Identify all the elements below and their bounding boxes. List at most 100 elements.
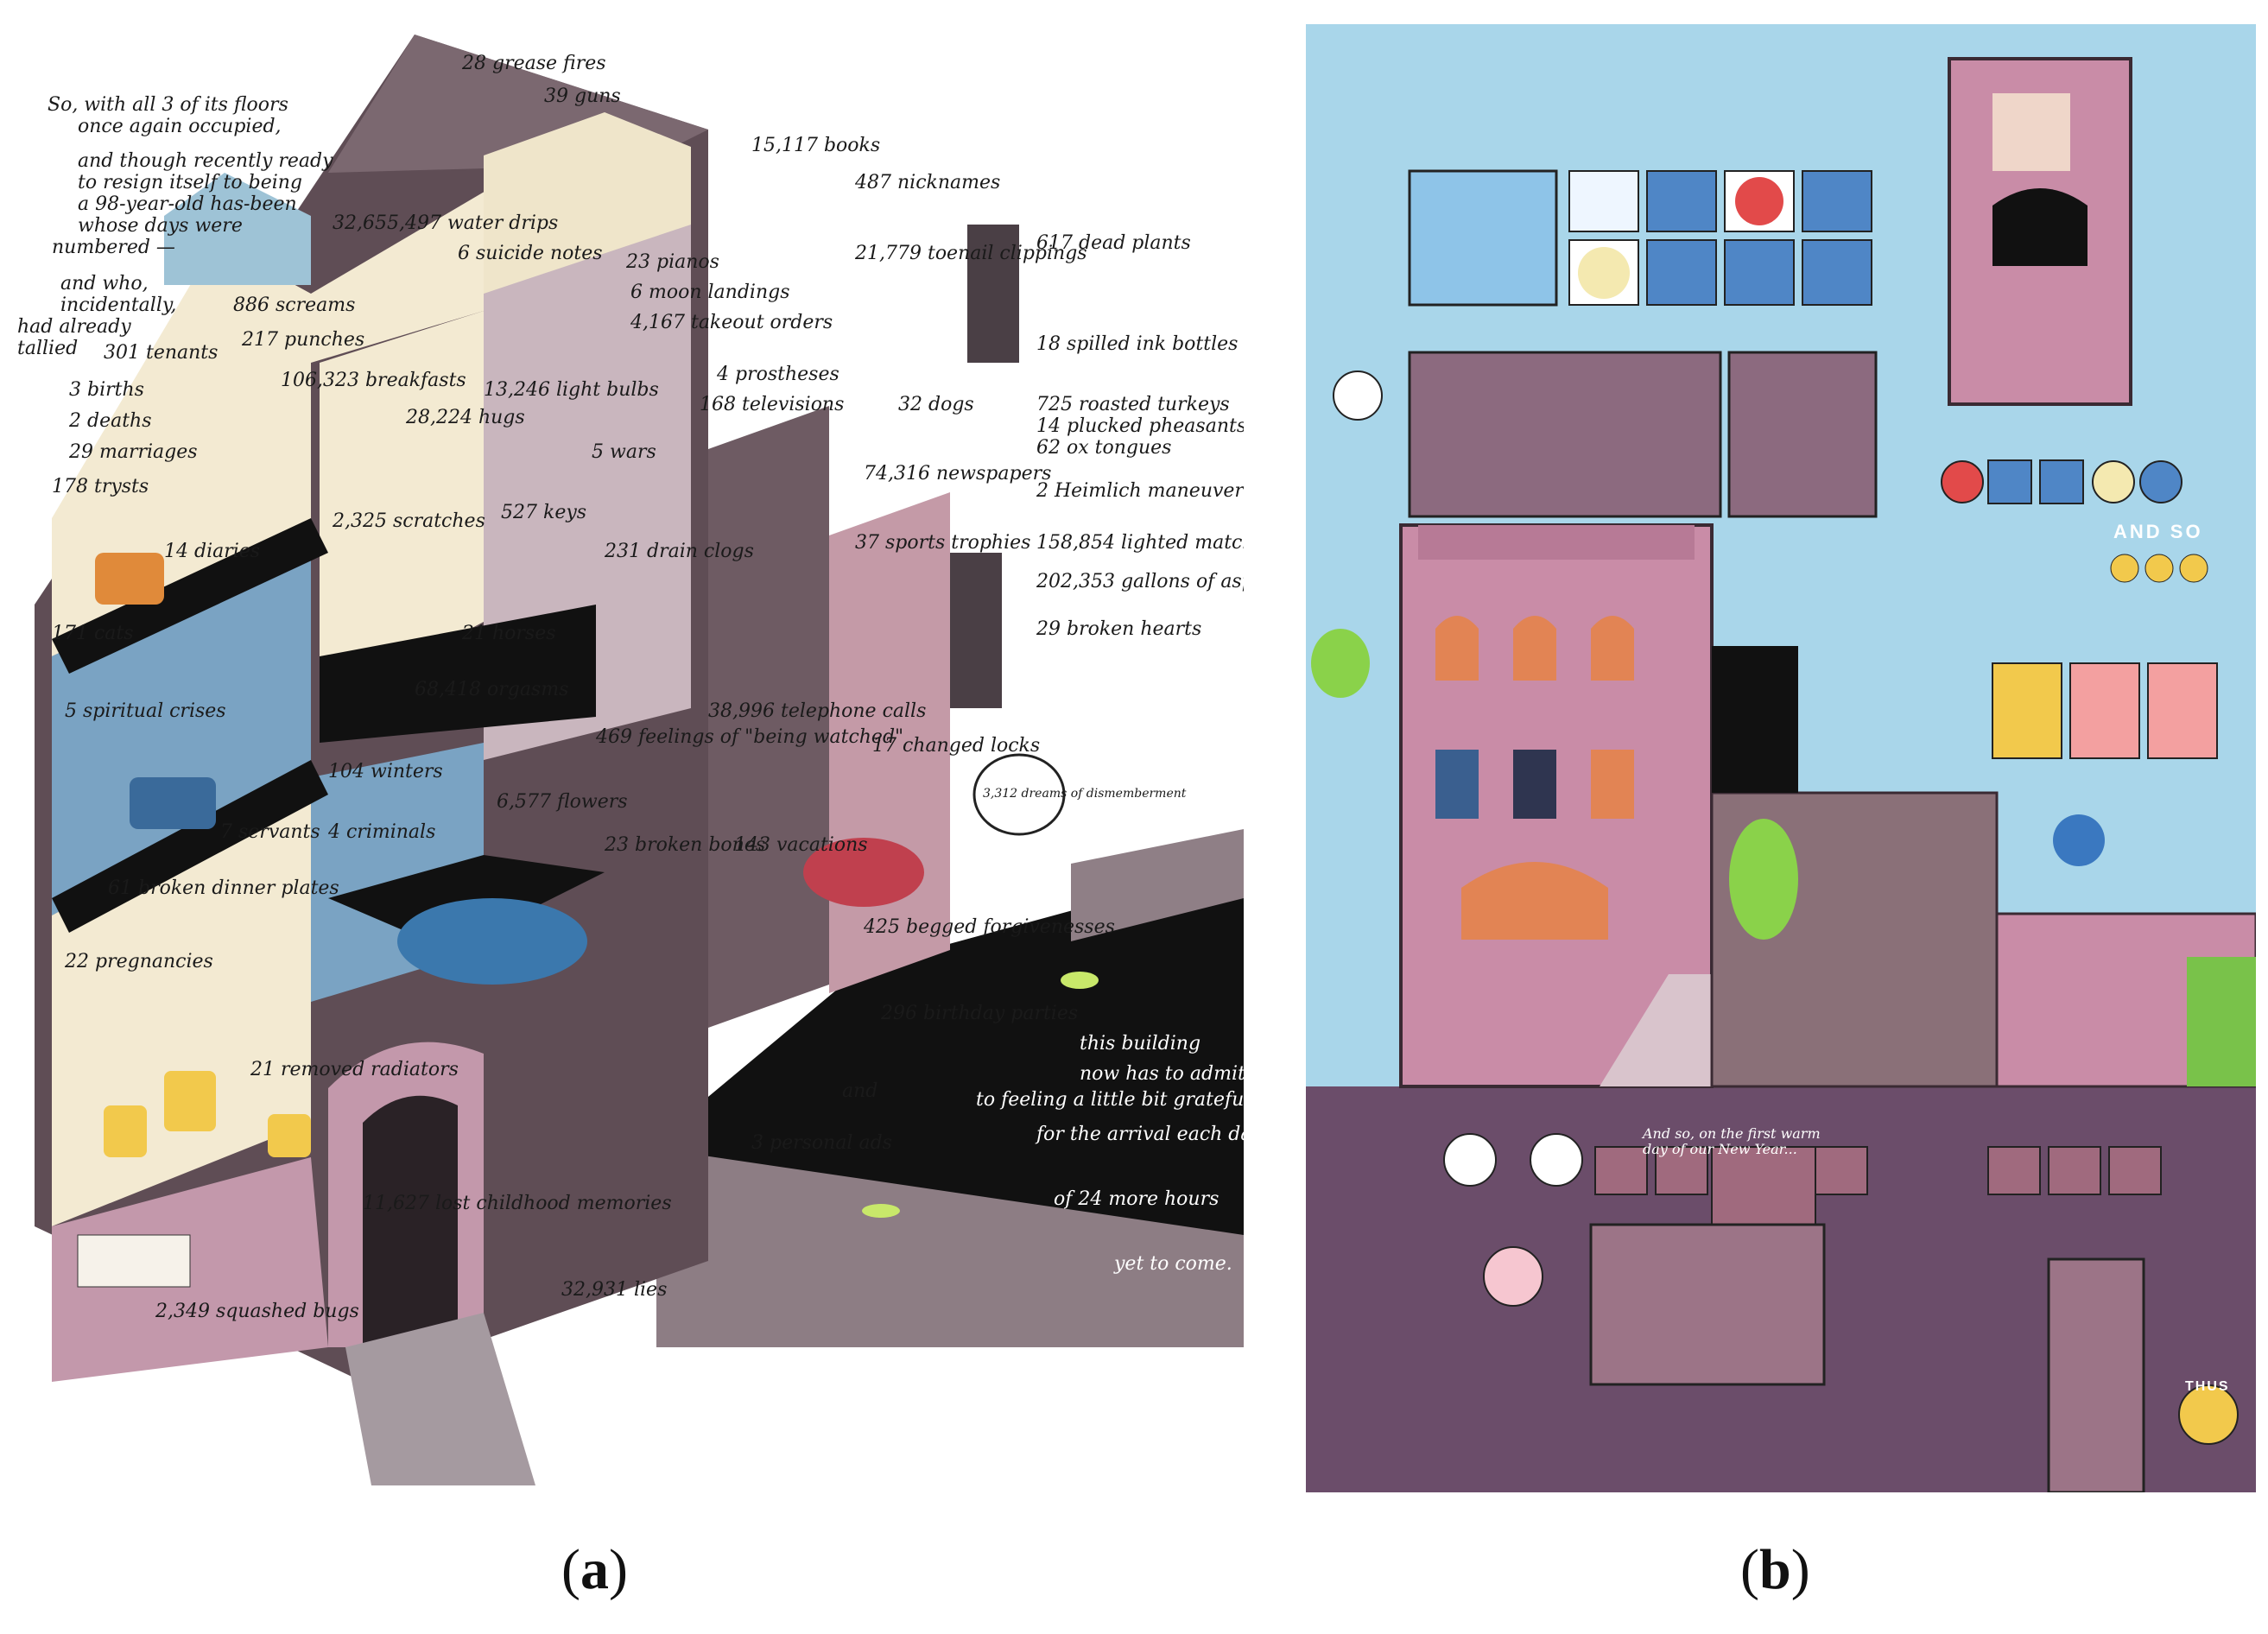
count-label: 725 roasted turkeys [1036, 394, 1230, 415]
armchair [104, 1105, 147, 1157]
vacation-photo [2069, 662, 2140, 759]
comic-page-illustration: AND SO And so, on the first warm day of … [1306, 24, 2258, 1494]
count-label: 178 trysts [52, 476, 149, 497]
count-label: 4 prostheses [716, 364, 839, 385]
room-bedroom-wall [320, 311, 484, 708]
count-label: 37 sports trophies [855, 532, 1030, 554]
armchair-orange [95, 553, 164, 605]
count-label: 487 nicknames [854, 172, 1000, 193]
comic-panel [1802, 170, 1872, 232]
vacation-photo [1992, 662, 2062, 759]
count-label: 13,246 light bulbs [484, 379, 659, 401]
icon-calendar-circle [1333, 370, 1383, 421]
count-label: 886 screams [233, 294, 355, 316]
count-label: 143 vacations [734, 834, 868, 856]
count-label: 168 televisions [700, 394, 844, 415]
front-steps [345, 1313, 535, 1485]
count-label: 158,854 lighted matches [1036, 532, 1244, 554]
count-label: 39 guns [544, 86, 621, 107]
floor-slab [52, 760, 328, 933]
count-label: 28,224 hugs [405, 407, 525, 428]
bee-circle [2144, 554, 2174, 583]
intro-line: once again occupied, [78, 116, 282, 137]
flower-circle [1578, 247, 1630, 299]
intro-text: So, with all 3 of its floors once again … [17, 94, 333, 359]
comic-panel [1724, 239, 1795, 306]
count-label: 2 Heimlich maneuvers [1036, 480, 1244, 502]
caption-a-letter: a [580, 1538, 609, 1601]
comic-panel [1987, 459, 2032, 504]
count-label: 4,167 takeout orders [630, 312, 833, 333]
count-label: 7 servants [220, 821, 320, 843]
count-label: 11,627 lost childhood memories [363, 1193, 672, 1214]
intro-line: had already [17, 316, 131, 338]
flower-circle [2092, 460, 2135, 504]
count-label: 32 dogs [898, 394, 974, 415]
tree [1311, 629, 1370, 698]
caption-b-letter: b [1758, 1538, 1791, 1601]
flower-circle [1941, 460, 1984, 504]
count-label: 202,353 gallons of aspirated water vapor [1036, 571, 1244, 592]
closing-line: yet to come. [1113, 1253, 1232, 1275]
intro-line: a 98-year-old has-been [78, 193, 297, 215]
count-label: 4 criminals [327, 821, 435, 843]
count-label: 296 birthday parties [880, 1003, 1078, 1024]
count-label: 15,117 books [751, 135, 880, 156]
count-label: and [842, 1080, 877, 1102]
count-label: 5 wars [592, 441, 656, 463]
armchair [268, 1114, 311, 1157]
closing-line: this building [1080, 1033, 1201, 1054]
comic-panel-kitchen [1408, 351, 1722, 518]
count-label: 32,655,497 water drips [333, 212, 558, 234]
count-label: 29 broken hearts [1036, 618, 1201, 640]
globe-circle [2053, 814, 2105, 866]
room-bathroom [164, 173, 311, 285]
and-so-label: AND SO [2113, 521, 2203, 542]
stairwell [708, 406, 829, 1028]
bee-circle [1530, 1133, 1583, 1187]
grass-tuft [862, 1204, 900, 1218]
dark-alley [1712, 646, 1798, 793]
comic-panel [1655, 1146, 1708, 1195]
count-label: 6,577 flowers [497, 791, 628, 813]
intro-line: tallied [17, 338, 78, 359]
count-label: 171 cats [52, 623, 134, 644]
count-label: 23 broken bones [604, 834, 765, 856]
armchair [164, 1071, 216, 1131]
tower-window-arch [1992, 188, 2087, 266]
intro-line: numbered — [52, 237, 175, 258]
thus-label: THUS [2185, 1379, 2230, 1394]
thought-bubble [972, 753, 1066, 836]
count-label: 14 plucked pheasants [1036, 415, 1244, 437]
intro-line: and though recently ready [78, 150, 333, 172]
count-label: 617 dead plants [1036, 232, 1191, 254]
balcony [950, 553, 1002, 708]
count-label: 23 pianos [625, 251, 719, 273]
floor-slab [52, 518, 328, 674]
count-label: 3,312 dreams of dismemberment [983, 787, 1187, 801]
intro-line: So, with all 3 of its floors [48, 94, 288, 116]
bee-circle [2179, 554, 2208, 583]
comic-panel [1987, 1146, 2041, 1195]
room-bedroom-floor [320, 605, 596, 743]
comic-panel-tall [2047, 1257, 2145, 1494]
front-stairs [1600, 974, 1712, 1086]
building-cutaway-illustration: So, with all 3 of its floors once again … [17, 35, 1435, 1485]
comic-panel [1802, 239, 1872, 306]
count-label: 217 punches [241, 329, 364, 351]
count-label: 21 removed radiators [250, 1059, 459, 1080]
flower-circle [1483, 1246, 1543, 1307]
panel-b-comic-page: AND SO And so, on the first warm day of … [1306, 24, 2258, 1494]
count-label: 74,316 newspapers [864, 463, 1051, 484]
count-label: 469 feelings of "being watched" [595, 726, 903, 748]
comic-panel [1646, 170, 1717, 232]
narration-line: day of our New Year... [1643, 1141, 1797, 1157]
closing-line: now has to admit [1080, 1063, 1244, 1085]
grass-tuft [1061, 972, 1099, 989]
closing-line: to feeling a little bit grateful [976, 1089, 1244, 1111]
comic-panel [1594, 1146, 1648, 1195]
basement-window [77, 1234, 191, 1288]
caption-b: (b) [1740, 1538, 1810, 1601]
front-door [363, 1095, 458, 1347]
count-label: 21 horses [461, 623, 556, 644]
